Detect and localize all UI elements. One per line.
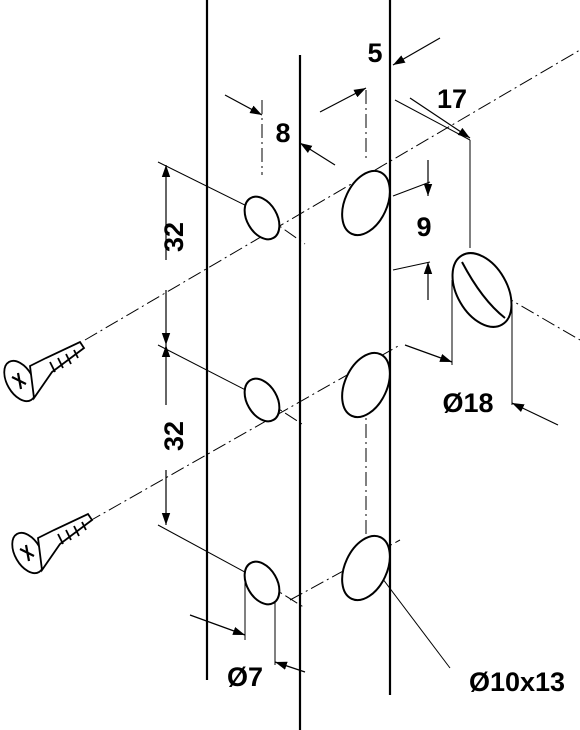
- ext-9-top: [392, 181, 431, 197]
- dim-label-diameter-10x13: Ø10x13: [469, 667, 565, 697]
- dim-label-diameter-7: Ø7: [227, 662, 263, 692]
- arrow-8-left: [224, 94, 263, 116]
- extension-lines: [157, 99, 513, 669]
- holes-left: [243, 195, 281, 606]
- cover-cap: [451, 252, 513, 328]
- slots-right: [341, 169, 391, 602]
- dim-label-5: 5: [367, 38, 382, 68]
- hole-low-left: [243, 560, 281, 606]
- hole-mid-left: [243, 377, 281, 423]
- center-lines: [84, 49, 580, 609]
- screw-bottom: [11, 512, 94, 575]
- arrow-8-right: [299, 142, 336, 166]
- slot-low: [341, 534, 391, 602]
- dim-label-diameter-18: Ø18: [442, 388, 493, 418]
- dim-label-8: 8: [275, 118, 290, 148]
- dim-label-9: 9: [416, 212, 431, 242]
- screw-top: [3, 340, 86, 403]
- cap-rim: [461, 261, 506, 319]
- hole-top-left: [243, 195, 281, 241]
- arrow-18-left: [404, 344, 453, 363]
- panel-outline: [205, 0, 392, 730]
- arrow-18-right: [511, 402, 559, 426]
- dim-label-32-top: 32: [159, 222, 189, 252]
- cap-body: [451, 252, 513, 328]
- ext-9-bottom: [392, 261, 431, 271]
- slot-top: [341, 169, 391, 237]
- arrow-7-left: [189, 614, 246, 636]
- dimension-arrows: [161, 37, 559, 673]
- dim-label-17: 17: [437, 84, 467, 114]
- dim-label-32-bottom: 32: [159, 421, 189, 451]
- arrow-7-right: [274, 661, 306, 673]
- ext-17-a: [394, 99, 471, 141]
- arrow-17: [409, 97, 471, 139]
- arrow-5-right: [392, 37, 441, 66]
- slot-mid: [341, 351, 391, 419]
- arrow-5-left: [319, 87, 367, 113]
